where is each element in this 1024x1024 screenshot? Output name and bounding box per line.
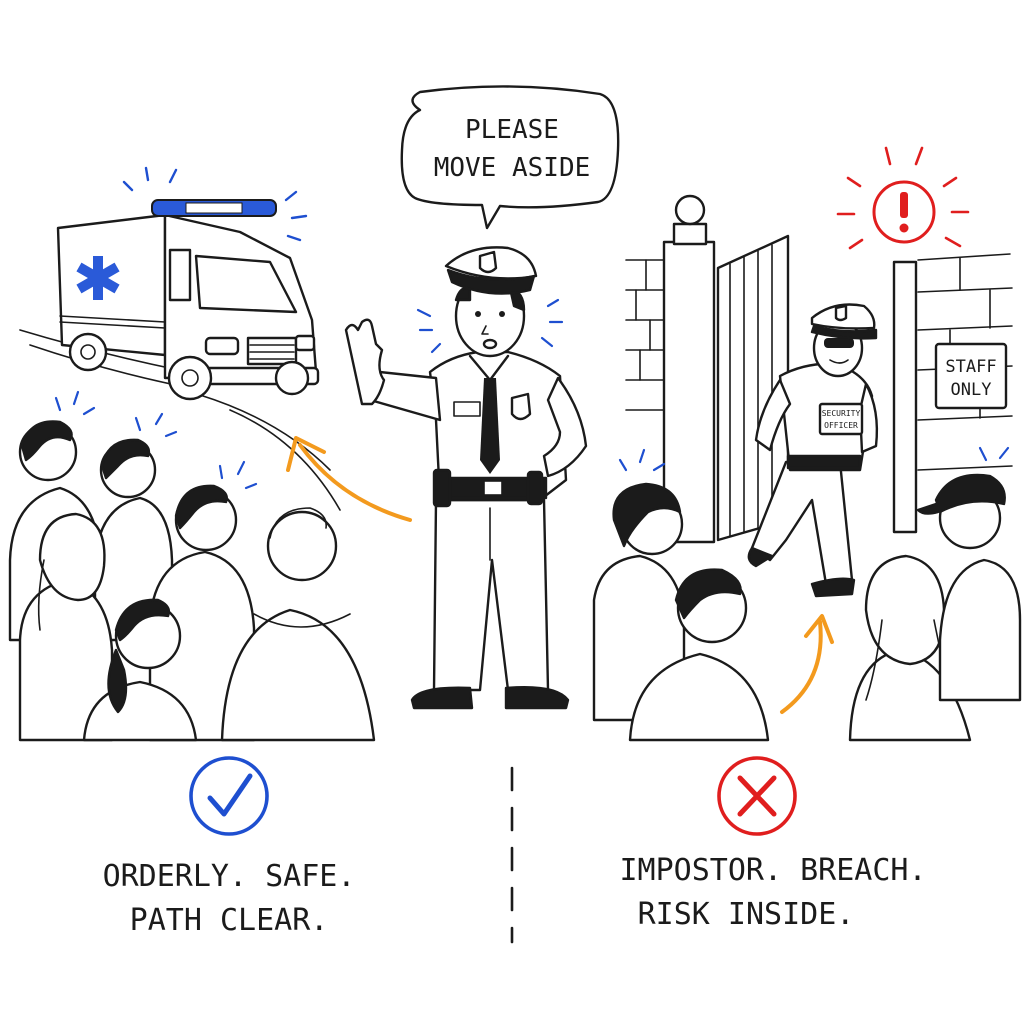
police-officer: [344, 246, 588, 710]
right-caption-line-2: RISK INSIDE.: [638, 897, 855, 932]
gate: STAFF ONLY: [625, 146, 1013, 544]
cross-circle-icon: [717, 756, 797, 836]
right-movement-arrow: [780, 614, 834, 714]
badge-line-2: OFFICER: [824, 421, 858, 430]
star-of-life-icon: [76, 256, 120, 300]
impostor-guard: SECURITY OFFICER: [747, 303, 879, 598]
staff-only-sign-line-1: STAFF: [945, 357, 996, 377]
exclamation-icon: [836, 146, 970, 250]
badge-line-1: SECURITY: [822, 409, 861, 418]
left-crowd: [8, 390, 376, 742]
speech-bubble: PLEASE MOVE ASIDE: [400, 85, 620, 230]
speech-line-1: PLEASE: [465, 115, 559, 145]
right-caption-line-1: IMPOSTOR. BREACH.: [619, 853, 926, 888]
checkmark-circle-icon: [189, 756, 269, 836]
left-movement-arrow: [286, 436, 412, 522]
staff-only-sign-line-2: ONLY: [951, 380, 992, 400]
left-caption-line-1: ORDERLY. SAFE.: [103, 859, 356, 894]
left-caption-line-2: PATH CLEAR.: [130, 903, 329, 938]
right-crowd: [592, 446, 1022, 742]
speech-line-2: MOVE ASIDE: [434, 153, 591, 183]
ambulance: [19, 166, 341, 511]
